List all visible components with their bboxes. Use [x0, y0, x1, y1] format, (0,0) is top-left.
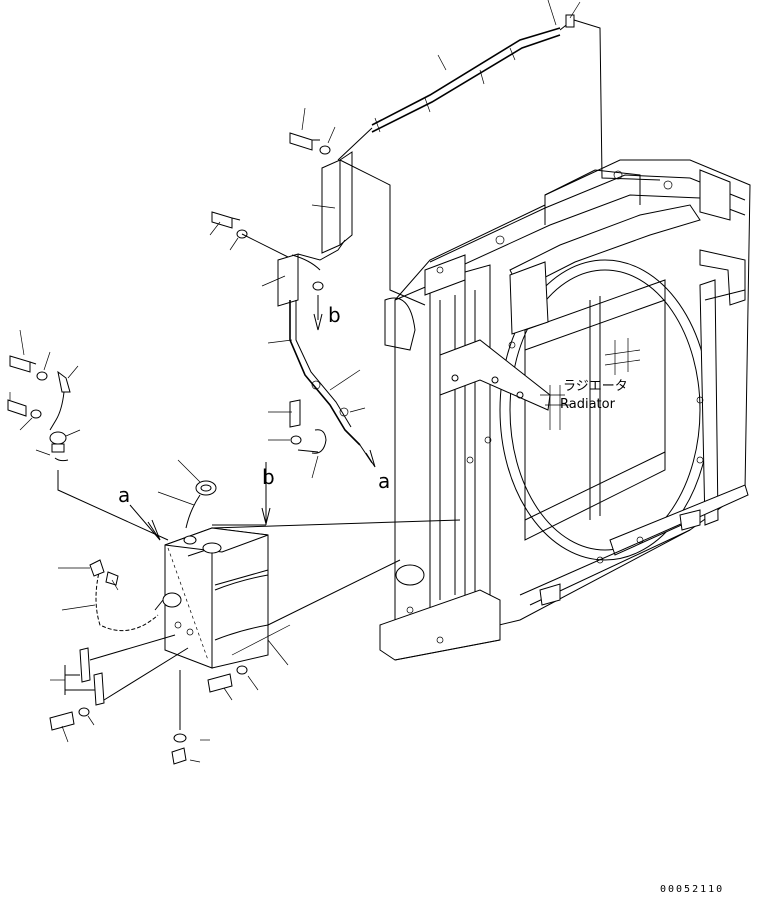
- radiator-label-group: ラジエータ Radiator: [540, 338, 641, 430]
- overflow-hose-mid: b a: [209, 211, 390, 493]
- callout-b-tank: b: [262, 465, 275, 489]
- reserve-tank: b a: [49, 459, 461, 765]
- callout-b-top: b: [328, 303, 341, 327]
- overflow-hose-top: [289, 0, 661, 306]
- sensor-parts: [7, 329, 169, 541]
- callout-a-top: a: [378, 469, 390, 493]
- drawing-code: 00052110: [660, 884, 724, 895]
- callout-a-tank: a: [118, 483, 130, 507]
- radiator-assembly: [379, 159, 751, 661]
- radiator-jp-label: ラジエータ: [563, 379, 628, 394]
- radiator-en-label: Radiator: [560, 397, 616, 412]
